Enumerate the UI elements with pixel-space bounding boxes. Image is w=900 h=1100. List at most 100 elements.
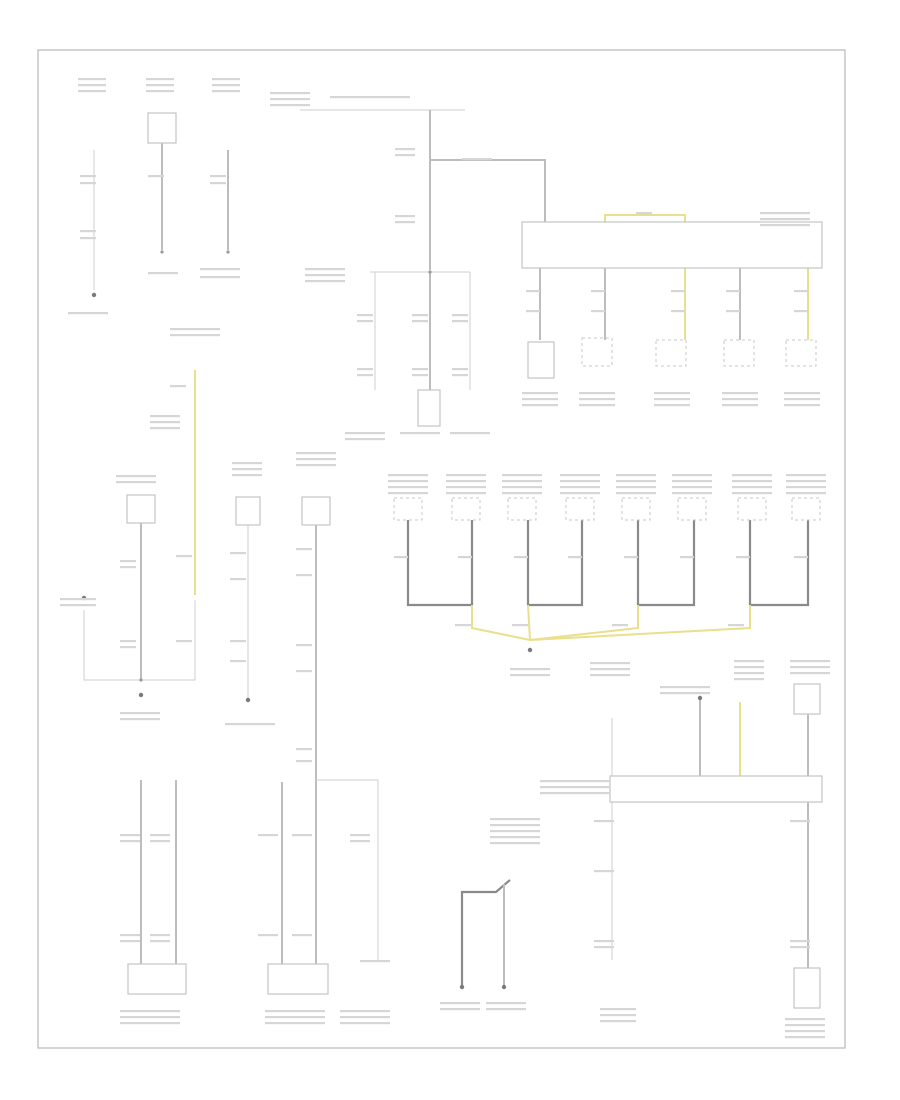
illegible-label xyxy=(330,96,410,99)
illegible-label xyxy=(150,427,180,430)
illegible-label xyxy=(579,398,615,401)
illegible-label xyxy=(270,104,310,107)
illegible-label xyxy=(148,272,178,275)
illegible-label xyxy=(230,578,246,581)
illegible-label xyxy=(210,175,226,178)
illegible-label xyxy=(616,474,656,477)
connector-dashed-box xyxy=(655,339,687,367)
illegible-label xyxy=(148,175,164,178)
component-box xyxy=(127,963,187,995)
illegible-label xyxy=(490,842,540,845)
illegible-label xyxy=(440,1008,480,1011)
illegible-label xyxy=(296,644,312,647)
illegible-label xyxy=(360,960,390,963)
illegible-label xyxy=(230,640,246,643)
illegible-label xyxy=(654,392,690,395)
illegible-label xyxy=(170,328,220,331)
illegible-label xyxy=(200,276,240,279)
component-box xyxy=(793,967,821,1009)
illegible-label xyxy=(452,368,468,371)
illegible-label xyxy=(210,182,226,185)
illegible-label xyxy=(388,492,428,495)
illegible-label xyxy=(680,556,694,559)
illegible-label xyxy=(660,686,710,689)
illegible-label xyxy=(78,90,106,93)
illegible-label xyxy=(790,820,810,823)
illegible-label xyxy=(579,392,615,395)
component-box xyxy=(609,775,823,803)
illegible-label xyxy=(446,492,486,495)
illegible-label xyxy=(120,940,140,943)
illegible-label xyxy=(732,492,772,495)
illegible-label xyxy=(120,834,140,837)
illegible-label xyxy=(502,486,542,489)
illegible-label xyxy=(540,780,610,783)
illegible-label xyxy=(790,940,810,943)
illegible-label xyxy=(452,374,468,377)
illegible-label xyxy=(522,398,558,401)
illegible-label xyxy=(794,310,808,313)
illegible-label xyxy=(265,1022,325,1025)
illegible-label xyxy=(357,374,373,377)
illegible-label xyxy=(734,678,764,681)
illegible-label xyxy=(732,474,772,477)
illegible-label xyxy=(120,1016,180,1019)
illegible-label xyxy=(512,624,528,627)
illegible-label xyxy=(296,452,336,455)
illegible-label xyxy=(357,320,373,323)
wire xyxy=(636,520,696,607)
illegible-label xyxy=(734,666,764,669)
splice-dot xyxy=(428,270,432,274)
illegible-label xyxy=(446,480,486,483)
illegible-label xyxy=(170,334,220,337)
illegible-label xyxy=(80,175,96,178)
illegible-label xyxy=(784,392,820,395)
illegible-label xyxy=(395,154,415,157)
illegible-label xyxy=(579,404,615,407)
ground-point xyxy=(501,984,507,990)
illegible-label xyxy=(68,312,108,315)
illegible-label xyxy=(671,310,685,313)
illegible-label xyxy=(722,392,758,395)
connector-dashed-box xyxy=(581,337,613,367)
illegible-label xyxy=(591,290,605,293)
illegible-label xyxy=(794,556,808,559)
illegible-label xyxy=(212,78,240,81)
wire xyxy=(748,520,810,607)
illegible-label xyxy=(794,290,808,293)
component-box xyxy=(267,963,329,995)
illegible-label xyxy=(80,237,96,240)
illegible-label xyxy=(510,674,550,677)
wire xyxy=(527,604,531,641)
illegible-label xyxy=(732,486,772,489)
illegible-label xyxy=(732,480,772,483)
illegible-label xyxy=(440,1002,480,1005)
illegible-label xyxy=(200,268,240,271)
illegible-label xyxy=(296,458,336,461)
illegible-label xyxy=(734,660,764,663)
wire xyxy=(471,605,531,641)
illegible-label xyxy=(232,468,262,471)
illegible-label xyxy=(790,672,830,675)
illegible-label xyxy=(78,84,106,87)
illegible-label xyxy=(120,560,136,563)
illegible-label xyxy=(296,548,312,551)
wire xyxy=(529,605,751,641)
illegible-label xyxy=(600,1008,636,1011)
illegible-label xyxy=(786,474,826,477)
illegible-label xyxy=(446,486,486,489)
illegible-label xyxy=(660,692,710,695)
components-layer xyxy=(126,112,823,1009)
illegible-label xyxy=(116,475,156,478)
illegible-label xyxy=(176,555,192,558)
grounds-layer xyxy=(81,250,703,990)
illegible-label xyxy=(150,940,170,943)
illegible-label xyxy=(510,668,550,671)
illegible-label xyxy=(120,934,140,937)
illegible-label xyxy=(452,314,468,317)
illegible-label xyxy=(560,480,600,483)
illegible-label xyxy=(590,674,630,677)
connector-dashed-box xyxy=(565,497,595,521)
illegible-label xyxy=(120,712,160,715)
illegible-label xyxy=(357,314,373,317)
